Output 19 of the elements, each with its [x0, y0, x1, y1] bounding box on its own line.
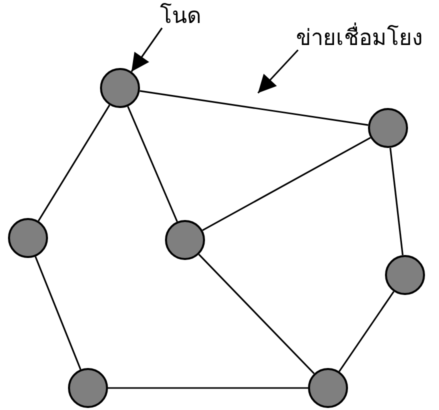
node-label: โนด [160, 4, 201, 30]
link-line [108, 387, 308, 389]
circle-node [308, 368, 348, 408]
link-line [34, 256, 82, 370]
link-line [140, 90, 368, 126]
leader-arrow [130, 28, 163, 72]
circle-node [100, 68, 140, 108]
circle-node [68, 368, 108, 408]
link-line [38, 104, 110, 222]
leader-arrow [257, 49, 299, 94]
link-line [390, 148, 404, 256]
link-line [198, 254, 315, 374]
circle-node [368, 108, 408, 148]
circle-node [385, 255, 425, 295]
circle-node [8, 218, 48, 258]
link-line [338, 291, 394, 372]
circle-node [165, 220, 205, 260]
link-line [202, 136, 371, 232]
link-line [127, 106, 178, 222]
